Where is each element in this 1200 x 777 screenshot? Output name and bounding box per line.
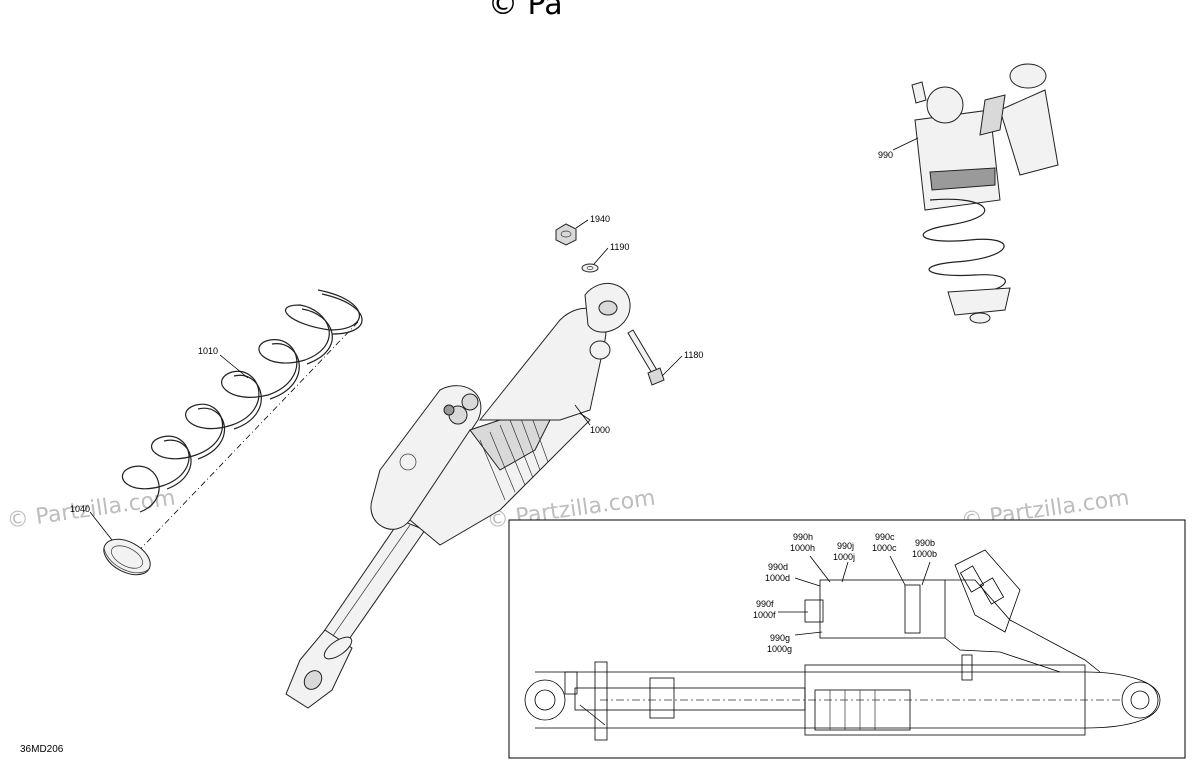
assembly-reservoir xyxy=(999,89,1059,176)
detail-left-bearing xyxy=(564,671,578,695)
bolt-shank xyxy=(627,329,659,376)
detail-reservoir xyxy=(819,579,946,639)
detail-label-1000j[interactable]: 1000j xyxy=(833,552,855,562)
assembly-valve xyxy=(911,81,927,104)
upper-eyelet-hole xyxy=(598,300,618,316)
spring-coil-inner xyxy=(163,293,363,490)
watermark-left: © Partzilla.com xyxy=(5,486,177,534)
spring-seat-inner xyxy=(111,545,143,569)
detail-leader-lines xyxy=(778,555,931,636)
detail-label-1000g[interactable]: 1000g xyxy=(767,644,792,654)
lower-eyelet-hole xyxy=(303,670,323,690)
watermark-top: © Pa xyxy=(488,0,563,22)
shaft-highlight xyxy=(329,524,411,641)
detail-preload-collar xyxy=(961,654,973,681)
spring-axis-line xyxy=(129,321,359,561)
spring-coil xyxy=(121,289,360,513)
callout-1180[interactable]: 1180 xyxy=(684,350,703,360)
washer-hole xyxy=(586,266,594,270)
detail-right-eyelet-inner xyxy=(1130,690,1150,710)
detail-adjuster-valve-b xyxy=(979,577,1005,605)
detail-reservoir-cap xyxy=(804,599,824,623)
assembly-dark-band xyxy=(929,167,996,191)
callout-1000[interactable]: 1000 xyxy=(590,425,610,435)
spring-1010[interactable] xyxy=(121,289,363,561)
callout-1940[interactable]: 1940 xyxy=(590,214,610,224)
detail-label-1000c[interactable]: 1000c xyxy=(872,543,897,553)
detail-label-990g[interactable]: 990g xyxy=(770,633,790,643)
arm-boss xyxy=(589,340,611,360)
detail-shaft-bumper xyxy=(649,677,675,719)
figure-code: 36MD206 xyxy=(20,744,64,755)
logo-gear-mark xyxy=(399,453,417,471)
washer-1190[interactable] xyxy=(581,263,599,273)
detail-adjuster-valve-a xyxy=(959,565,985,593)
leader-lines xyxy=(89,137,919,541)
assembly-lower-eyelet xyxy=(969,312,991,324)
detail-label-990f[interactable]: 990f xyxy=(756,599,774,609)
detail-floating-piston xyxy=(904,584,921,634)
assembly-reservoir-cap xyxy=(1009,63,1047,89)
adjuster-knob-rebound xyxy=(443,404,455,416)
nut-body xyxy=(555,223,577,246)
nut-top xyxy=(560,230,572,238)
shock-absorber-1000[interactable] xyxy=(285,282,631,709)
washer-outer xyxy=(581,263,599,273)
detail-reservoir-bridge xyxy=(945,579,1101,673)
bolt-head xyxy=(647,367,665,386)
section-detail-view: 990h 1000h 990j 1000j 990c 1000c 990b 10… xyxy=(508,519,1186,759)
shock-assembly-990[interactable] xyxy=(911,63,1059,324)
detail-label-990h[interactable]: 990h xyxy=(793,532,813,542)
spring-seat-outer xyxy=(103,538,151,576)
detail-label-1000f[interactable]: 1000f xyxy=(753,610,776,620)
assembly-top-eyelet xyxy=(926,86,964,124)
detail-label-1000b[interactable]: 1000b xyxy=(912,549,937,559)
detail-seat-plate xyxy=(594,661,608,741)
assembly-lower-body xyxy=(947,287,1011,316)
shaft-bumper xyxy=(323,636,353,660)
detail-left-clip xyxy=(579,704,606,726)
detail-label-990c[interactable]: 990c xyxy=(875,532,895,542)
shock-shaft xyxy=(317,519,426,646)
nut-1940[interactable] xyxy=(555,223,577,246)
detail-label-1000h[interactable]: 1000h xyxy=(790,543,815,553)
detail-outline-main xyxy=(535,671,1161,729)
upper-arm xyxy=(478,307,607,421)
detail-body-cylinder xyxy=(804,664,1086,736)
spring-seat-rim xyxy=(103,547,151,573)
detail-piston-assembly xyxy=(814,689,911,731)
detail-right-eyelet-outer xyxy=(1121,681,1159,719)
detail-label-990j[interactable]: 990j xyxy=(837,541,854,551)
callout-labels: 1940 1190 1180 1000 1010 1040 990 xyxy=(70,150,893,514)
detail-left-eyelet-inner xyxy=(534,689,556,711)
adjuster-knob-low xyxy=(461,393,479,411)
detail-label-1000d[interactable]: 1000d xyxy=(765,573,790,583)
detail-left-eyelet-outer xyxy=(524,679,566,721)
watermarks: © Pa © Partzilla.com © Partzilla.com © P… xyxy=(5,0,1131,534)
detail-label-990d[interactable]: 990d xyxy=(768,562,788,572)
detail-label-990b[interactable]: 990b xyxy=(915,538,935,548)
callout-1190[interactable]: 1190 xyxy=(610,242,629,252)
assembly-bridge xyxy=(979,94,1006,136)
detail-frame xyxy=(508,519,1186,759)
spring-seat-1040[interactable] xyxy=(98,532,156,582)
assembly-spring xyxy=(922,198,1006,296)
detail-bridge-lower xyxy=(944,637,1061,673)
callout-1010[interactable]: 1010 xyxy=(198,346,218,356)
detail-adjuster-housing xyxy=(954,549,1021,633)
callout-1040[interactable]: 1040 xyxy=(70,504,90,514)
callout-990[interactable]: 990 xyxy=(878,150,893,160)
bolt-1180[interactable] xyxy=(627,329,665,386)
